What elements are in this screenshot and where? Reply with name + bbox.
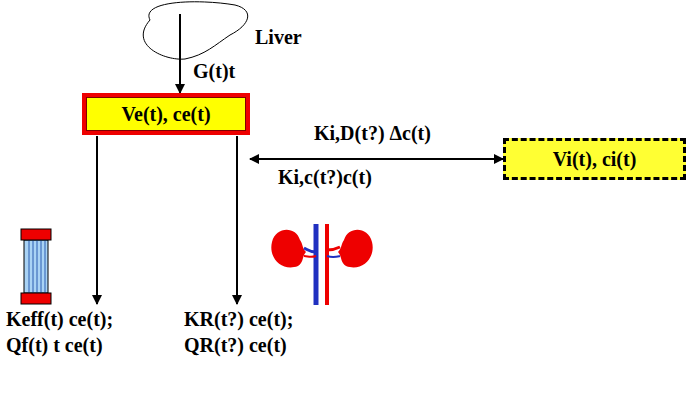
dialyzer-symbol <box>21 229 51 304</box>
edge-label: Ki,D(t?) Δc(t) <box>312 122 433 145</box>
rate-label: QR(t?) ce(t) <box>182 334 289 357</box>
compartment-box: Vi(t), ci(t) <box>503 138 686 180</box>
exchange-arrow <box>250 158 503 160</box>
compartment-box: Ve(t), ce(t) <box>82 93 250 135</box>
liver-outline <box>128 0 343 62</box>
organ-label: Liver <box>255 26 302 49</box>
compartment-label: Ve(t), ce(t) <box>121 103 210 126</box>
flow-arrow <box>179 14 181 93</box>
rate-label: KR(t?) ce(t); <box>182 308 295 331</box>
kidney-symbol <box>271 224 372 305</box>
rate-label: Keff(t) ce(t); <box>4 308 115 331</box>
rate-label: Qf(t) t ce(t) <box>4 334 105 357</box>
outflow-arrow <box>96 136 98 304</box>
outflow-arrow <box>236 136 238 304</box>
compartment-label: Vi(t), ci(t) <box>553 148 637 171</box>
rate-label: Ki,c(t?)c(t) <box>276 166 374 189</box>
organ-liver: Liver <box>128 0 343 62</box>
edge-label: G(t)t <box>191 60 237 83</box>
